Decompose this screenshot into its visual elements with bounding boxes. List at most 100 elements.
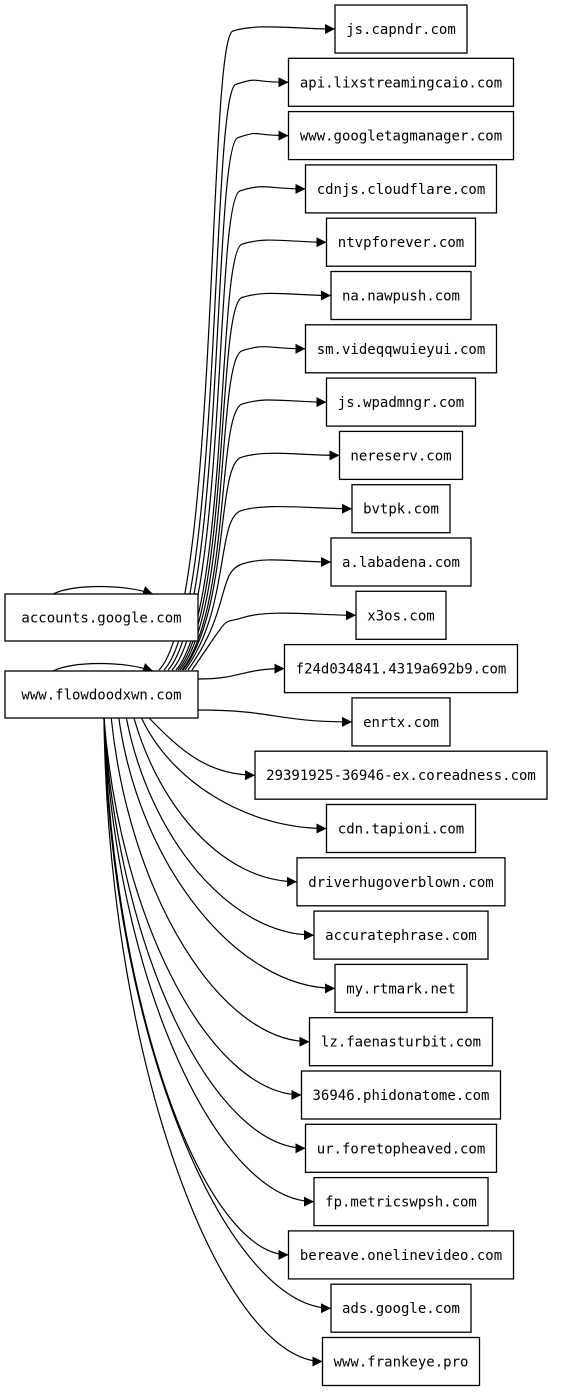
edge-www-flowdoodxwn-com-to-my-rtmark-net	[118, 717, 336, 994]
edge-layer	[52, 23, 357, 1367]
edge-www-flowdoodxwn-com-to-bvtpk-com	[184, 503, 353, 671]
edge-www-flowdoodxwn-com-to-na-nawpush-com	[177, 290, 332, 671]
edge-www-flowdoodxwn-com-to-36946-phidonatome-com	[103, 717, 302, 1100]
edge-www-flowdoodxwn-com-to-ntvpforever-com	[175, 237, 327, 671]
node-box	[254, 750, 548, 800]
node-layer: accounts.google.com www.flowdoodxwn.com js…	[4, 4, 548, 1387]
node-label: 36946.phidonatome.com	[312, 1088, 489, 1104]
node-sm-videqqwuieyui-com: sm.videqqwuieyui.com	[304, 324, 498, 374]
node-ads-google-com: ads.google.com	[330, 1283, 472, 1333]
node-box	[355, 590, 447, 640]
edge-www-flowdoodxwn-com-to-cdn-tapioni-com	[141, 717, 327, 834]
node-36946-phidonatome-com: 36946.phidonatome.com	[300, 1070, 502, 1120]
node-label: cdn.tapioni.com	[338, 822, 464, 838]
node-label: x3os.com	[367, 608, 434, 624]
node-box	[351, 484, 451, 534]
node-box	[351, 697, 451, 747]
node-label: api.lixstreamingcaio.com	[300, 75, 502, 91]
node-label: f24d034841.4319a692b9.com	[296, 662, 507, 678]
edge-www-flowdoodxwn-com-to-www-flowdoodxwn-com	[52, 662, 154, 673]
node-ur-foretopheaved-com: ur.foretopheaved.com	[304, 1123, 498, 1173]
edge-www-flowdoodxwn-com-to-29391925-36946-ex-coreadness-com	[148, 717, 256, 781]
node-box	[283, 643, 519, 694]
node-bereave-onelinevideo-com: bereave.onelinevideo.com	[287, 1230, 515, 1280]
node-label: 29391925-36946-ex.coreadness.com	[266, 768, 536, 784]
node-ntvpforever-com: ntvpforever.com	[325, 217, 477, 267]
node-label: bvtpk.com	[363, 502, 439, 518]
edge-www-flowdoodxwn-com-to-f24d034841-4319a692b9-com	[197, 663, 285, 680]
node-api-lixstreamingcaio-com: api.lixstreamingcaio.com	[287, 57, 515, 107]
node-box	[304, 1123, 498, 1173]
edge-www-flowdoodxwn-com-to-bereave-onelinevideo-com	[103, 717, 289, 1260]
edge-www-flowdoodxwn-com-to-driverhugoverblown-com	[133, 717, 298, 887]
edge-www-flowdoodxwn-com-to-a-labadena-com	[187, 556, 332, 671]
node-label: js.wpadmngr.com	[338, 395, 464, 411]
node-box	[325, 217, 477, 267]
node-label: accuratephrase.com	[325, 928, 477, 944]
node-bvtpk-com: bvtpk.com	[351, 484, 451, 534]
node-a-labadena-com: a.labadena.com	[330, 537, 472, 587]
node-box	[313, 1176, 489, 1227]
node-accuratephrase-com: accuratephrase.com	[313, 910, 489, 960]
node-box	[338, 430, 464, 481]
node-js-wpadmngr-com: js.wpadmngr.com	[325, 377, 477, 427]
node-label: lz.faenasturbit.com	[321, 1035, 481, 1051]
edge-www-flowdoodxwn-com-to-sm-videqqwuieyui-com	[179, 343, 306, 671]
node-fp-metricswpsh-com: fp.metricswpsh.com	[313, 1176, 489, 1227]
node-box	[330, 1283, 472, 1333]
node-label: driverhugoverblown.com	[308, 875, 493, 891]
node-box	[313, 910, 489, 960]
edge-www-flowdoodxwn-com-to-enrtx-com	[197, 709, 353, 727]
node-accounts-google-com: accounts.google.com	[4, 593, 199, 642]
edge-www-flowdoodxwn-com-to-cdnjs-cloudflare-com	[171, 183, 306, 671]
node-label: ur.foretopheaved.com	[317, 1141, 486, 1157]
edge-www-flowdoodxwn-com-to-www-frankeye-pro	[103, 717, 323, 1367]
edge-www-flowdoodxwn-com-to-nereserv-com	[182, 450, 340, 671]
node-label: bereave.onelinevideo.com	[300, 1248, 502, 1264]
node-label: na.nawpush.com	[342, 289, 460, 305]
edge-www-flowdoodxwn-com-to-accuratephrase-com	[125, 717, 315, 941]
node-box	[304, 164, 498, 214]
node-nereserv-com: nereserv.com	[338, 430, 464, 481]
node-driverhugoverblown-com: driverhugoverblown.com	[296, 857, 506, 907]
node-cdnjs-cloudflare-com: cdnjs.cloudflare.com	[304, 164, 498, 214]
node-box	[334, 963, 468, 1014]
node-x3os-com: x3os.com	[355, 590, 447, 640]
edge-www-flowdoodxwn-com-to-ads-google-com	[103, 717, 332, 1314]
node-box	[287, 57, 515, 107]
node-label: my.rtmark.net	[346, 981, 456, 997]
node-label: accounts.google.com	[21, 611, 181, 627]
edge-www-flowdoodxwn-com-to-api-lixstreamingcaio-com	[163, 77, 289, 671]
edge-accounts-google-com-to-accounts-google-com	[52, 585, 154, 596]
node-lz-faenasturbit-com: lz.faenasturbit.com	[308, 1017, 494, 1067]
node-label: enrtx.com	[363, 715, 439, 731]
node-label: www.flowdoodxwn.com	[21, 688, 181, 704]
node-box	[287, 1230, 515, 1280]
node-box	[330, 270, 472, 321]
node-29391925-36946-ex-coreadness-com: 29391925-36946-ex.coreadness.com	[254, 750, 548, 800]
edge-www-flowdoodxwn-com-to-lz-faenasturbit-com	[110, 717, 310, 1047]
node-box	[304, 324, 498, 374]
node-box	[296, 857, 506, 907]
node-label: cdnjs.cloudflare.com	[317, 182, 486, 198]
edge-www-flowdoodxwn-com-to-ur-foretopheaved-com	[103, 717, 306, 1154]
node-box	[325, 377, 477, 427]
node-label: ads.google.com	[342, 1301, 460, 1317]
node-label: ntvpforever.com	[338, 235, 464, 251]
node-box	[334, 4, 468, 54]
node-box	[308, 1017, 494, 1067]
node-box	[300, 1070, 502, 1120]
node-box	[330, 537, 472, 587]
node-label: www.frankeye.pro	[334, 1355, 469, 1371]
node-label: www.googletagmanager.com	[300, 129, 502, 145]
node-f24d034841-4319a692b9-com: f24d034841.4319a692b9.com	[283, 643, 519, 694]
node-box	[287, 110, 515, 161]
node-js-capndr-com: js.capndr.com	[334, 4, 468, 54]
node-enrtx-com: enrtx.com	[351, 697, 451, 747]
node-box	[4, 593, 199, 642]
node-label: fp.metricswpsh.com	[325, 1195, 477, 1211]
node-my-rtmark-net: my.rtmark.net	[334, 963, 468, 1014]
node-label: sm.videqqwuieyui.com	[317, 342, 486, 358]
edge-www-flowdoodxwn-com-to-x3os-com	[191, 610, 357, 671]
